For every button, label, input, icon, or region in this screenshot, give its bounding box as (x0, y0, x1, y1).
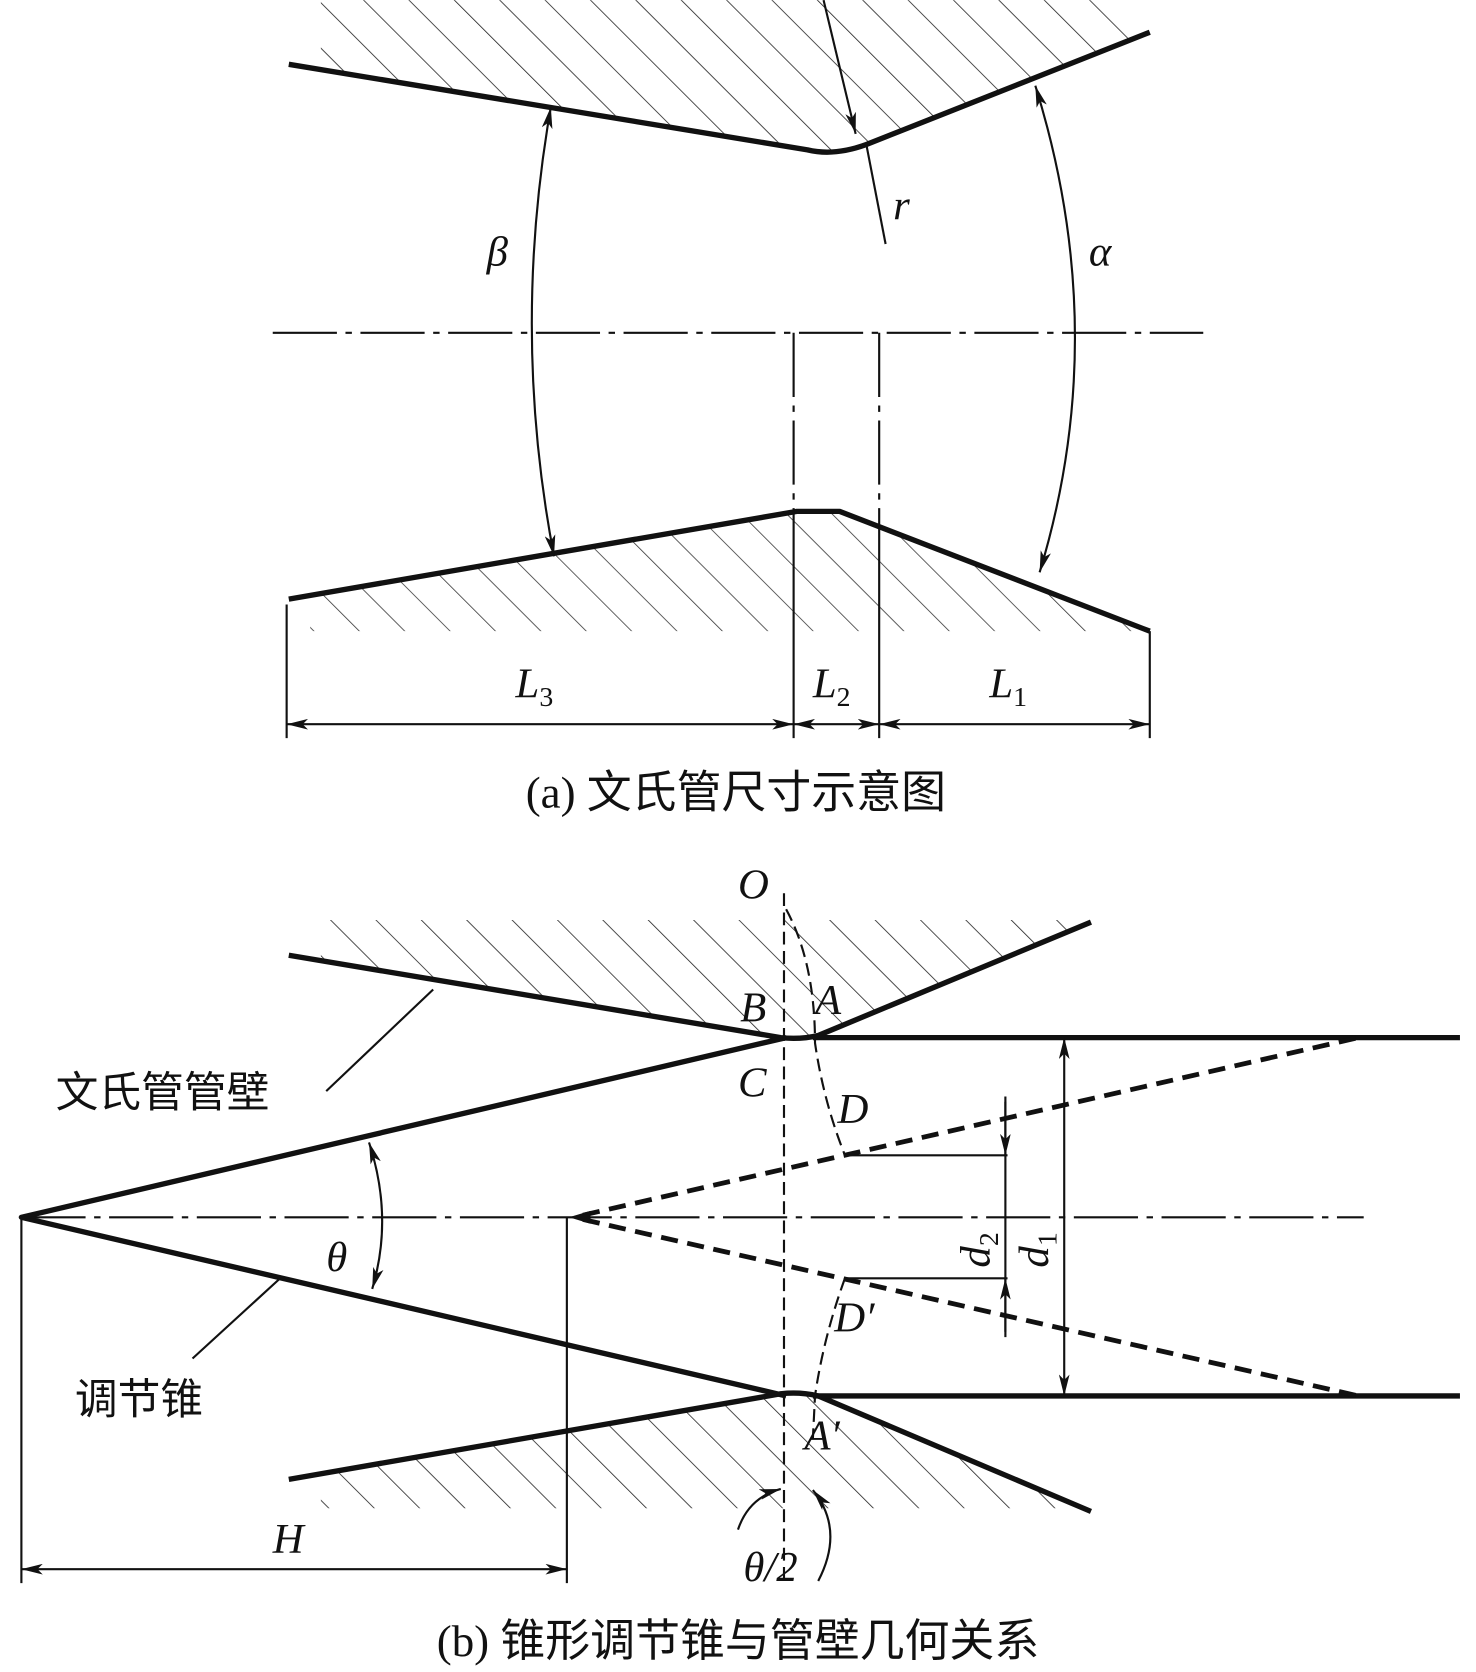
label-alpha: α (1089, 228, 1113, 275)
r-leader (822, 0, 857, 135)
figure-a: β α r L3 L2 L1 (a) 文氏管尺寸示意图 (272, 0, 1204, 818)
label-theta-half: θ/2 (743, 1544, 797, 1591)
label-C: C (738, 1059, 767, 1106)
beta-arc (530, 106, 556, 557)
cone-tip-arrow (569, 1210, 591, 1224)
theta-half-arrow-left (736, 1487, 782, 1530)
callout-venturi-wall: 文氏管管壁 (56, 1068, 270, 1118)
label-B: B (740, 985, 766, 1032)
leader-venturi-wall (325, 988, 434, 1092)
label-beta: β (486, 228, 509, 275)
label-d1: d1 (1011, 1232, 1064, 1267)
theta-arc (367, 1142, 384, 1290)
leader-regulating-cone (191, 1277, 281, 1360)
label-r: r (893, 182, 910, 229)
label-theta: θ (326, 1234, 347, 1281)
label-A-prime: A′ (801, 1412, 840, 1459)
label-L1: L1 (988, 660, 1027, 713)
label-d2: d2 (952, 1232, 1005, 1267)
arc-Dprime-Aprime (811, 1277, 846, 1439)
label-L3: L3 (515, 660, 554, 713)
arc-O-A (785, 908, 846, 1156)
label-D: D (836, 1086, 868, 1133)
hatch-top-a (320, 0, 1134, 153)
label-D-prime: D′ (833, 1295, 875, 1342)
label-A: A (812, 977, 842, 1024)
hatch-bottom-b (320, 1393, 1075, 1509)
alpha-arc (1034, 85, 1077, 573)
caption-a: (a) 文氏管尺寸示意图 (526, 768, 946, 818)
figure-b: 文氏管管壁 调节锥 O B A C D D′ A′ θ H θ/2 d2 d1 … (18, 862, 1460, 1666)
cone-extension-top (582, 1035, 1359, 1218)
theta-half-arrow-right (812, 1489, 832, 1582)
callout-regulating-cone: 调节锥 (75, 1375, 203, 1425)
hatch-top-b (320, 919, 1075, 1039)
hatch-bottom-a (310, 511, 1134, 632)
label-O: O (738, 862, 769, 909)
label-H: H (272, 1516, 306, 1563)
label-L2: L2 (812, 660, 851, 713)
r-leader-tail (865, 144, 887, 245)
caption-b: (b) 锥形调节锥与管壁几何关系 (437, 1616, 1039, 1666)
